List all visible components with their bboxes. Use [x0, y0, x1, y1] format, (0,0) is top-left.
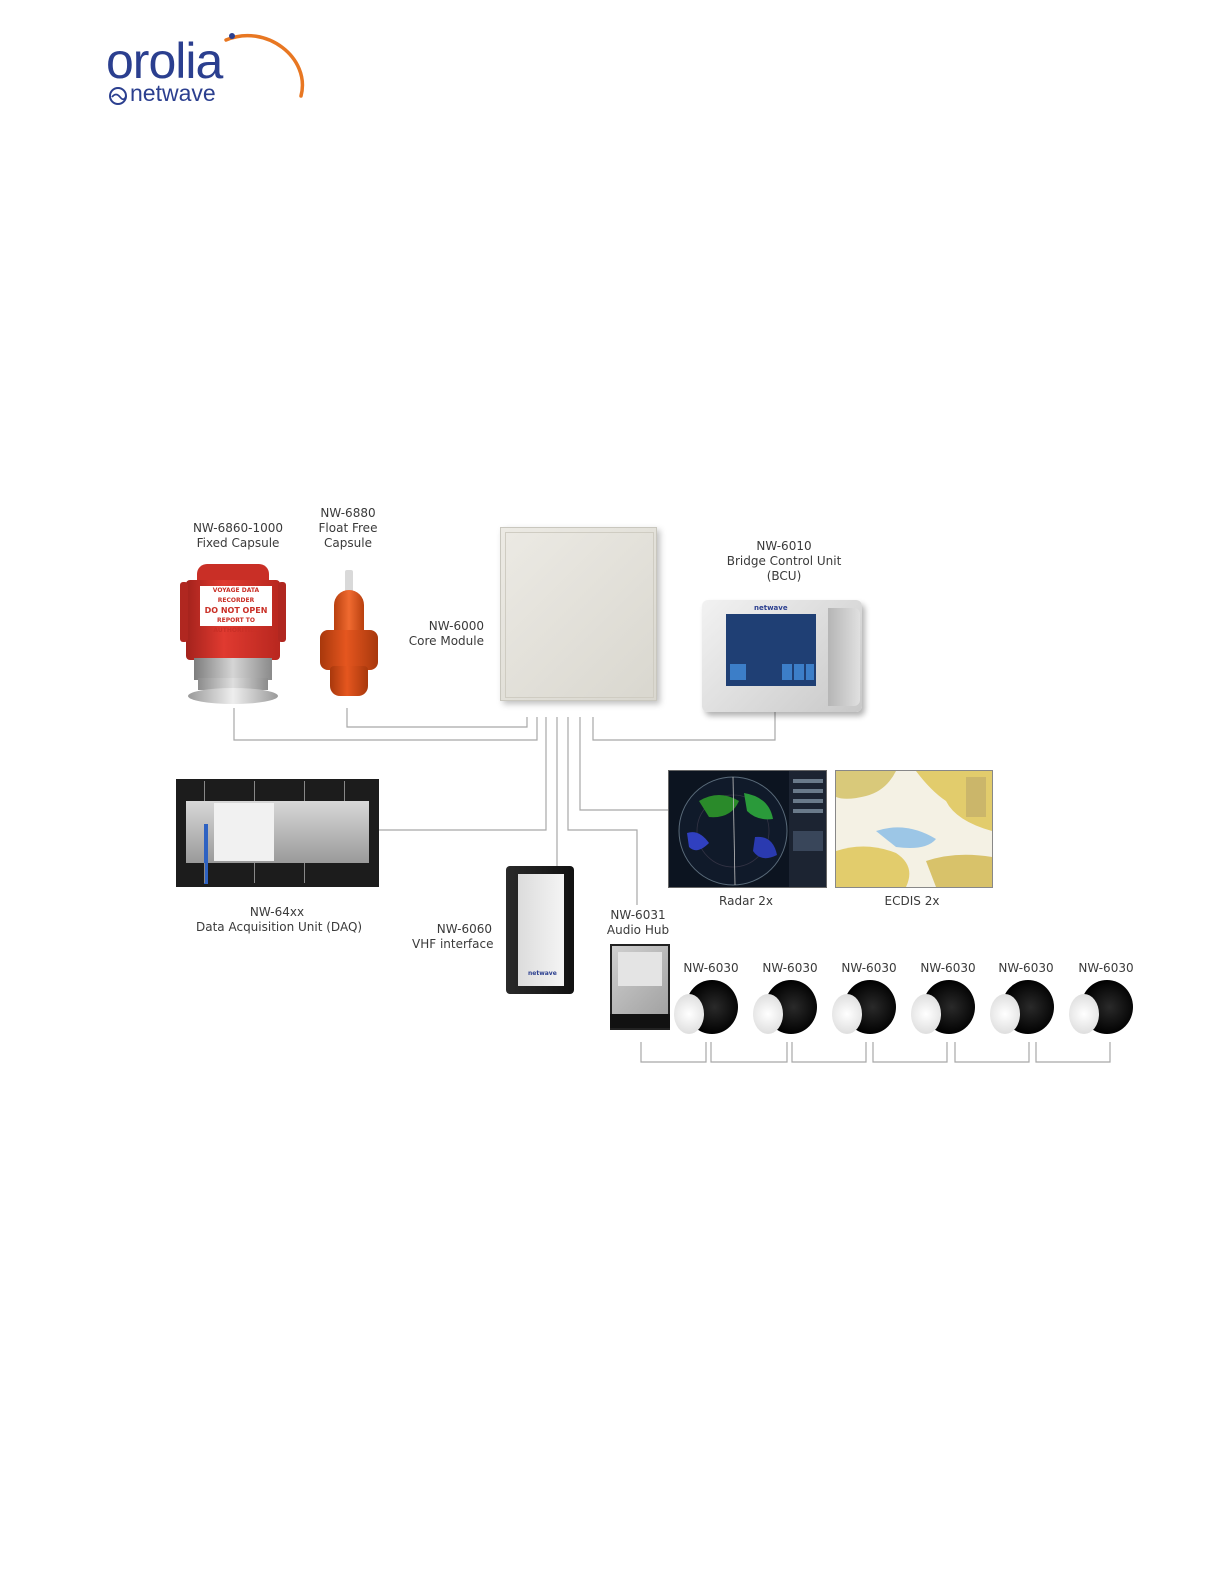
- fixed-capsule-name: Fixed Capsule: [196, 536, 280, 550]
- microphone: [674, 980, 738, 1036]
- radar-image: [668, 770, 827, 888]
- daq-model: NW-64xx: [249, 905, 305, 919]
- vhf-image: netwave: [506, 866, 574, 994]
- mic-5-label: NW-6030: [998, 961, 1054, 975]
- float-free-capsule-image: [316, 570, 382, 700]
- mic-2-label: NW-6030: [762, 961, 818, 975]
- microphone: [832, 980, 896, 1036]
- daq-label: NW-64xx Data Acquisition Unit (DAQ): [196, 905, 363, 935]
- capsule-text-2: DO NOT OPEN: [204, 606, 268, 615]
- mic-6-label: NW-6030: [1078, 961, 1134, 975]
- core-module-image: [500, 527, 657, 701]
- float-free-label: NW-6880 Float Free Capsule: [306, 506, 390, 551]
- radar-name: Radar 2x: [719, 894, 773, 908]
- microphone: [753, 980, 817, 1036]
- bcu-brand-badge: netwave: [754, 604, 788, 612]
- wave-icon: [109, 87, 127, 105]
- line-mic-4: [872, 1042, 948, 1063]
- ecdis-name: ECDIS 2x: [884, 894, 940, 908]
- core-module-model: NW-6000: [428, 619, 484, 633]
- logo-sub-text: netwave: [130, 80, 216, 106]
- radar-label: Radar 2x: [706, 894, 786, 909]
- float-free-name-1: Float Free: [318, 521, 378, 535]
- bcu-model: NW-6010: [756, 539, 812, 553]
- audio-hub-label: NW-6031 Audio Hub: [598, 908, 678, 938]
- fixed-capsule-label: NW-6860-1000 Fixed Capsule: [180, 521, 296, 551]
- audio-hub-name: Audio Hub: [606, 923, 670, 937]
- fixed-capsule-model: NW-6860-1000: [192, 521, 284, 535]
- float-free-model: NW-6880: [320, 506, 376, 520]
- float-free-name-2: Capsule: [324, 536, 372, 550]
- radar-display-icon: [678, 771, 826, 887]
- daq-name: Data Acquisition Unit (DAQ): [196, 920, 363, 934]
- line-mic-6: [1035, 1042, 1111, 1063]
- line-mic-5: [954, 1042, 1030, 1063]
- daq-image: [176, 779, 379, 887]
- line-mic-3: [791, 1042, 867, 1063]
- bcu-name: Bridge Control Unit: [726, 554, 842, 568]
- chart-display-icon: [836, 771, 992, 887]
- bcu-abbr: (BCU): [766, 569, 802, 583]
- vhf-brand-badge: netwave: [528, 970, 557, 977]
- line-mic-2: [710, 1042, 788, 1063]
- logo-swoosh-icon: [224, 33, 305, 98]
- fixed-capsule-image: VOYAGE DATA RECORDER DO NOT OPEN REPORT …: [180, 562, 286, 707]
- audio-hub-model: NW-6031: [610, 908, 666, 922]
- bcu-label: NW-6010 Bridge Control Unit (BCU): [720, 539, 848, 584]
- bcu-screen: [726, 614, 816, 686]
- mic-1-label: NW-6030: [683, 961, 739, 975]
- vhf-model: NW-6060: [436, 922, 492, 936]
- line-daq: [378, 717, 547, 831]
- bcu-image: netwave: [702, 600, 862, 712]
- line-bcu: [592, 712, 776, 741]
- line-mic-1: [640, 1042, 707, 1063]
- microphone: [911, 980, 975, 1036]
- ecdis-label: ECDIS 2x: [872, 894, 952, 909]
- vhf-name: VHF interface: [412, 937, 494, 951]
- logo-brand-text: orolia: [106, 33, 223, 89]
- core-module-label: NW-6000 Core Module: [404, 619, 484, 649]
- mic-4-label: NW-6030: [920, 961, 976, 975]
- capsule-text-3: REPORT TO AUTHORITIES: [213, 617, 259, 634]
- capsule-text-1: VOYAGE DATA RECORDER: [212, 587, 260, 604]
- line-fixed-capsule: [233, 708, 538, 741]
- core-module-name: Core Module: [408, 634, 484, 648]
- orolia-logo: orolia netwave: [106, 28, 306, 113]
- vhf-label: NW-6060 VHF interface: [412, 922, 494, 952]
- mic-3-label: NW-6030: [841, 961, 897, 975]
- microphone: [1069, 980, 1133, 1036]
- audio-hub-image: [610, 944, 670, 1030]
- ecdis-image: [835, 770, 993, 888]
- microphone: [990, 980, 1054, 1036]
- line-audio-hub: [567, 717, 638, 905]
- line-radar: [579, 717, 668, 811]
- line-float-free: [346, 708, 528, 728]
